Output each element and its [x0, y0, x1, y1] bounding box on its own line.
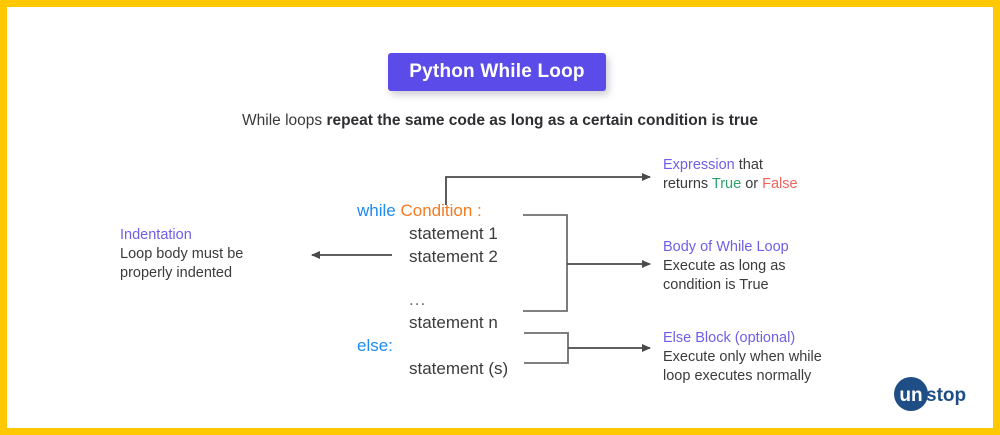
annotation-expression-line2: returns True or False: [663, 175, 798, 194]
annotation-else-line1: Execute only when while: [663, 349, 822, 365]
true-token: True: [711, 176, 742, 192]
unstop-logo-word: stop: [926, 385, 966, 406]
annotation-expression-line1: Expression that: [663, 156, 798, 175]
condition-token: Condition :: [400, 201, 482, 220]
annotation-indentation-line2: properly indented: [120, 265, 233, 281]
code-line-while: while Condition :: [357, 199, 508, 222]
annotation-indentation-line1: Loop body must be: [120, 246, 244, 262]
annotation-expression-line1-rest: that: [734, 157, 763, 173]
annotation-body-line2: condition is True: [663, 277, 769, 293]
code-gap: [357, 268, 508, 288]
annotation-else-line2: loop executes normally: [663, 368, 812, 384]
annotation-indentation-heading: Indentation: [120, 227, 192, 243]
annotation-body-heading: Body of While Loop: [663, 239, 789, 255]
annotation-expression-line2-pre: returns: [663, 176, 712, 192]
else-bracket-connector: [524, 332, 651, 364]
unstop-logo-circle-text: un: [899, 385, 922, 406]
code-line-statement-2: statement 2: [409, 247, 498, 266]
code-line-else: else:: [357, 334, 508, 357]
body-bracket-connector: [523, 214, 651, 312]
annotation-expression-heading: Expression: [663, 157, 735, 173]
unstop-logo: un stop: [893, 376, 981, 412]
subtitle-lead: While loops: [242, 112, 327, 129]
annotation-body-of-while: Body of While Loop Execute as long as co…: [663, 238, 789, 295]
unstop-logo-icon: un stop: [894, 377, 966, 411]
code-block: while Condition : statement 1 statement …: [357, 199, 508, 380]
annotation-indentation: Indentation Loop body must be properly i…: [120, 226, 243, 283]
code-line-statement-1: statement 1: [409, 224, 498, 243]
annotation-expression-line2-mid: or: [741, 176, 763, 192]
code-line-ellipsis: ...: [409, 290, 427, 309]
page-title: Python While Loop: [409, 61, 585, 82]
code-line-statement-n: statement n: [409, 313, 498, 332]
false-token: False: [762, 176, 798, 192]
page-title-badge: Python While Loop: [388, 53, 606, 91]
keyword-else: else:: [357, 336, 393, 355]
annotation-else-heading: Else Block (optional): [663, 330, 796, 346]
annotation-expression: Expression that returns True or False: [663, 156, 798, 194]
keyword-while: while: [357, 201, 396, 220]
code-line-statement-s: statement (s): [409, 359, 509, 378]
subtitle-emphasis: repeat the same code as long as a certai…: [326, 112, 758, 129]
subtitle: While loops repeat the same code as long…: [0, 112, 1000, 130]
annotation-else-block: Else Block (optional) Execute only when …: [663, 329, 822, 386]
annotation-body-line1: Execute as long as: [663, 258, 786, 274]
